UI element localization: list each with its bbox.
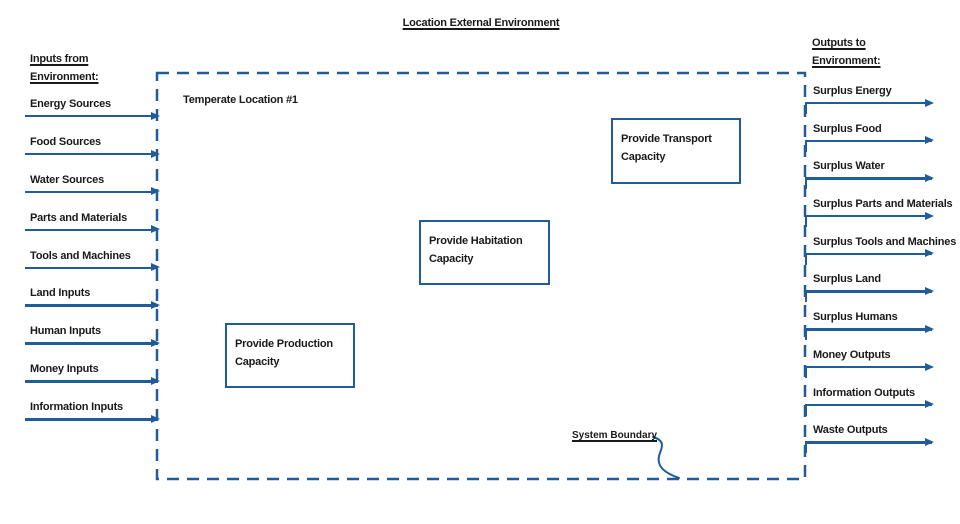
output-item: Surplus Land	[805, 273, 960, 311]
arrow-elbow-stub	[805, 102, 808, 114]
arrow-elbow-stub	[805, 177, 808, 190]
input-label: Land Inputs	[30, 287, 91, 300]
output-item: Surplus Water	[805, 160, 960, 198]
output-arrow	[805, 361, 934, 378]
input-arrow	[25, 111, 160, 121]
inputs-header-line1: Inputs from	[30, 53, 89, 65]
input-arrow	[25, 224, 160, 235]
outputs-header-line2: Environment:	[812, 55, 881, 67]
output-arrow	[805, 437, 934, 454]
output-arrow	[805, 324, 934, 341]
outputs-header-line1: Outputs to	[812, 37, 866, 49]
output-arrow	[805, 173, 934, 190]
output-arrow	[805, 211, 934, 228]
process-box-production: Provide Production Capacity	[225, 323, 355, 388]
arrow-elbow-stub	[805, 139, 808, 152]
input-arrow	[25, 414, 160, 424]
input-arrow	[25, 338, 160, 348]
input-item: Human Inputs	[25, 325, 165, 363]
input-arrow	[25, 148, 160, 159]
arrow-elbow-stub	[805, 328, 808, 341]
diagram-title: Location External Environment	[402, 17, 560, 29]
process-box-label: Provide Transport Capacity	[621, 133, 712, 163]
output-label: Surplus Water	[813, 160, 885, 173]
output-label: Surplus Tools and Machines	[813, 235, 957, 248]
input-arrow	[25, 300, 160, 311]
input-label: Tools and Machines	[30, 249, 131, 262]
output-label: Surplus Energy	[813, 85, 892, 97]
outputs-column: Surplus Energy Surplus Food Surplus Wate…	[805, 85, 960, 462]
inputs-header: Inputs from Environment:	[30, 50, 99, 86]
system-boundary-label: System Boundary	[572, 430, 658, 441]
arrow-elbow-stub	[805, 252, 808, 265]
output-arrow	[805, 399, 934, 416]
input-label: Parts and Materials	[30, 211, 128, 224]
input-label: Energy Sources	[30, 98, 111, 110]
boundary-callout-squiggle	[652, 436, 680, 479]
output-label: Waste Outputs	[813, 424, 888, 437]
output-item: Surplus Parts and Materials	[805, 198, 960, 236]
input-arrow	[25, 376, 160, 386]
input-label: Money Inputs	[30, 363, 99, 376]
arrow-elbow-stub	[805, 365, 808, 378]
arrow-elbow-stub	[805, 403, 808, 416]
input-arrow	[25, 186, 160, 197]
process-box-transport: Provide Transport Capacity	[611, 118, 741, 184]
output-item: Surplus Energy	[805, 85, 960, 123]
output-label: Surplus Humans	[813, 311, 898, 324]
output-item: Surplus Food	[805, 123, 960, 161]
input-item: Money Inputs	[25, 363, 165, 401]
output-arrow	[805, 98, 934, 114]
output-arrow	[805, 248, 934, 265]
outputs-header: Outputs to Environment:	[812, 34, 881, 70]
output-label: Surplus Land	[813, 273, 881, 286]
input-label: Water Sources	[30, 173, 105, 186]
output-label: Money Outputs	[813, 348, 891, 361]
output-item: Waste Outputs	[805, 424, 960, 462]
input-label: Food Sources	[30, 135, 101, 148]
input-item: Water Sources	[25, 174, 165, 212]
input-item: Information Inputs	[25, 401, 165, 439]
input-item: Tools and Machines	[25, 250, 165, 288]
output-item: Information Outputs	[805, 387, 960, 425]
inputs-header-line2: Environment:	[30, 71, 99, 83]
output-arrow	[805, 286, 934, 303]
input-label: Human Inputs	[30, 325, 101, 338]
output-label: Surplus Food	[813, 122, 882, 135]
location-label: Temperate Location #1	[183, 94, 298, 106]
output-item: Surplus Humans	[805, 311, 960, 349]
input-item: Land Inputs	[25, 287, 165, 325]
arrow-elbow-stub	[805, 215, 808, 228]
process-box-label: Provide Production Capacity	[235, 338, 333, 368]
input-label: Information Inputs	[30, 401, 123, 414]
process-box-habitation: Provide Habitation Capacity	[419, 220, 550, 285]
output-item: Surplus Tools and Machines	[805, 236, 960, 274]
output-arrow	[805, 135, 934, 152]
inputs-column: Energy Sources Food Sources Water Source…	[25, 98, 165, 439]
output-label: Information Outputs	[813, 386, 915, 399]
input-arrow	[25, 262, 160, 273]
process-box-label: Provide Habitation Capacity	[429, 235, 523, 265]
input-item: Parts and Materials	[25, 212, 165, 250]
input-item: Energy Sources	[25, 98, 165, 136]
output-item: Money Outputs	[805, 349, 960, 387]
arrow-elbow-stub	[805, 290, 808, 303]
output-label: Surplus Parts and Materials	[813, 198, 953, 211]
input-item: Food Sources	[25, 136, 165, 174]
arrow-elbow-stub	[805, 441, 808, 454]
